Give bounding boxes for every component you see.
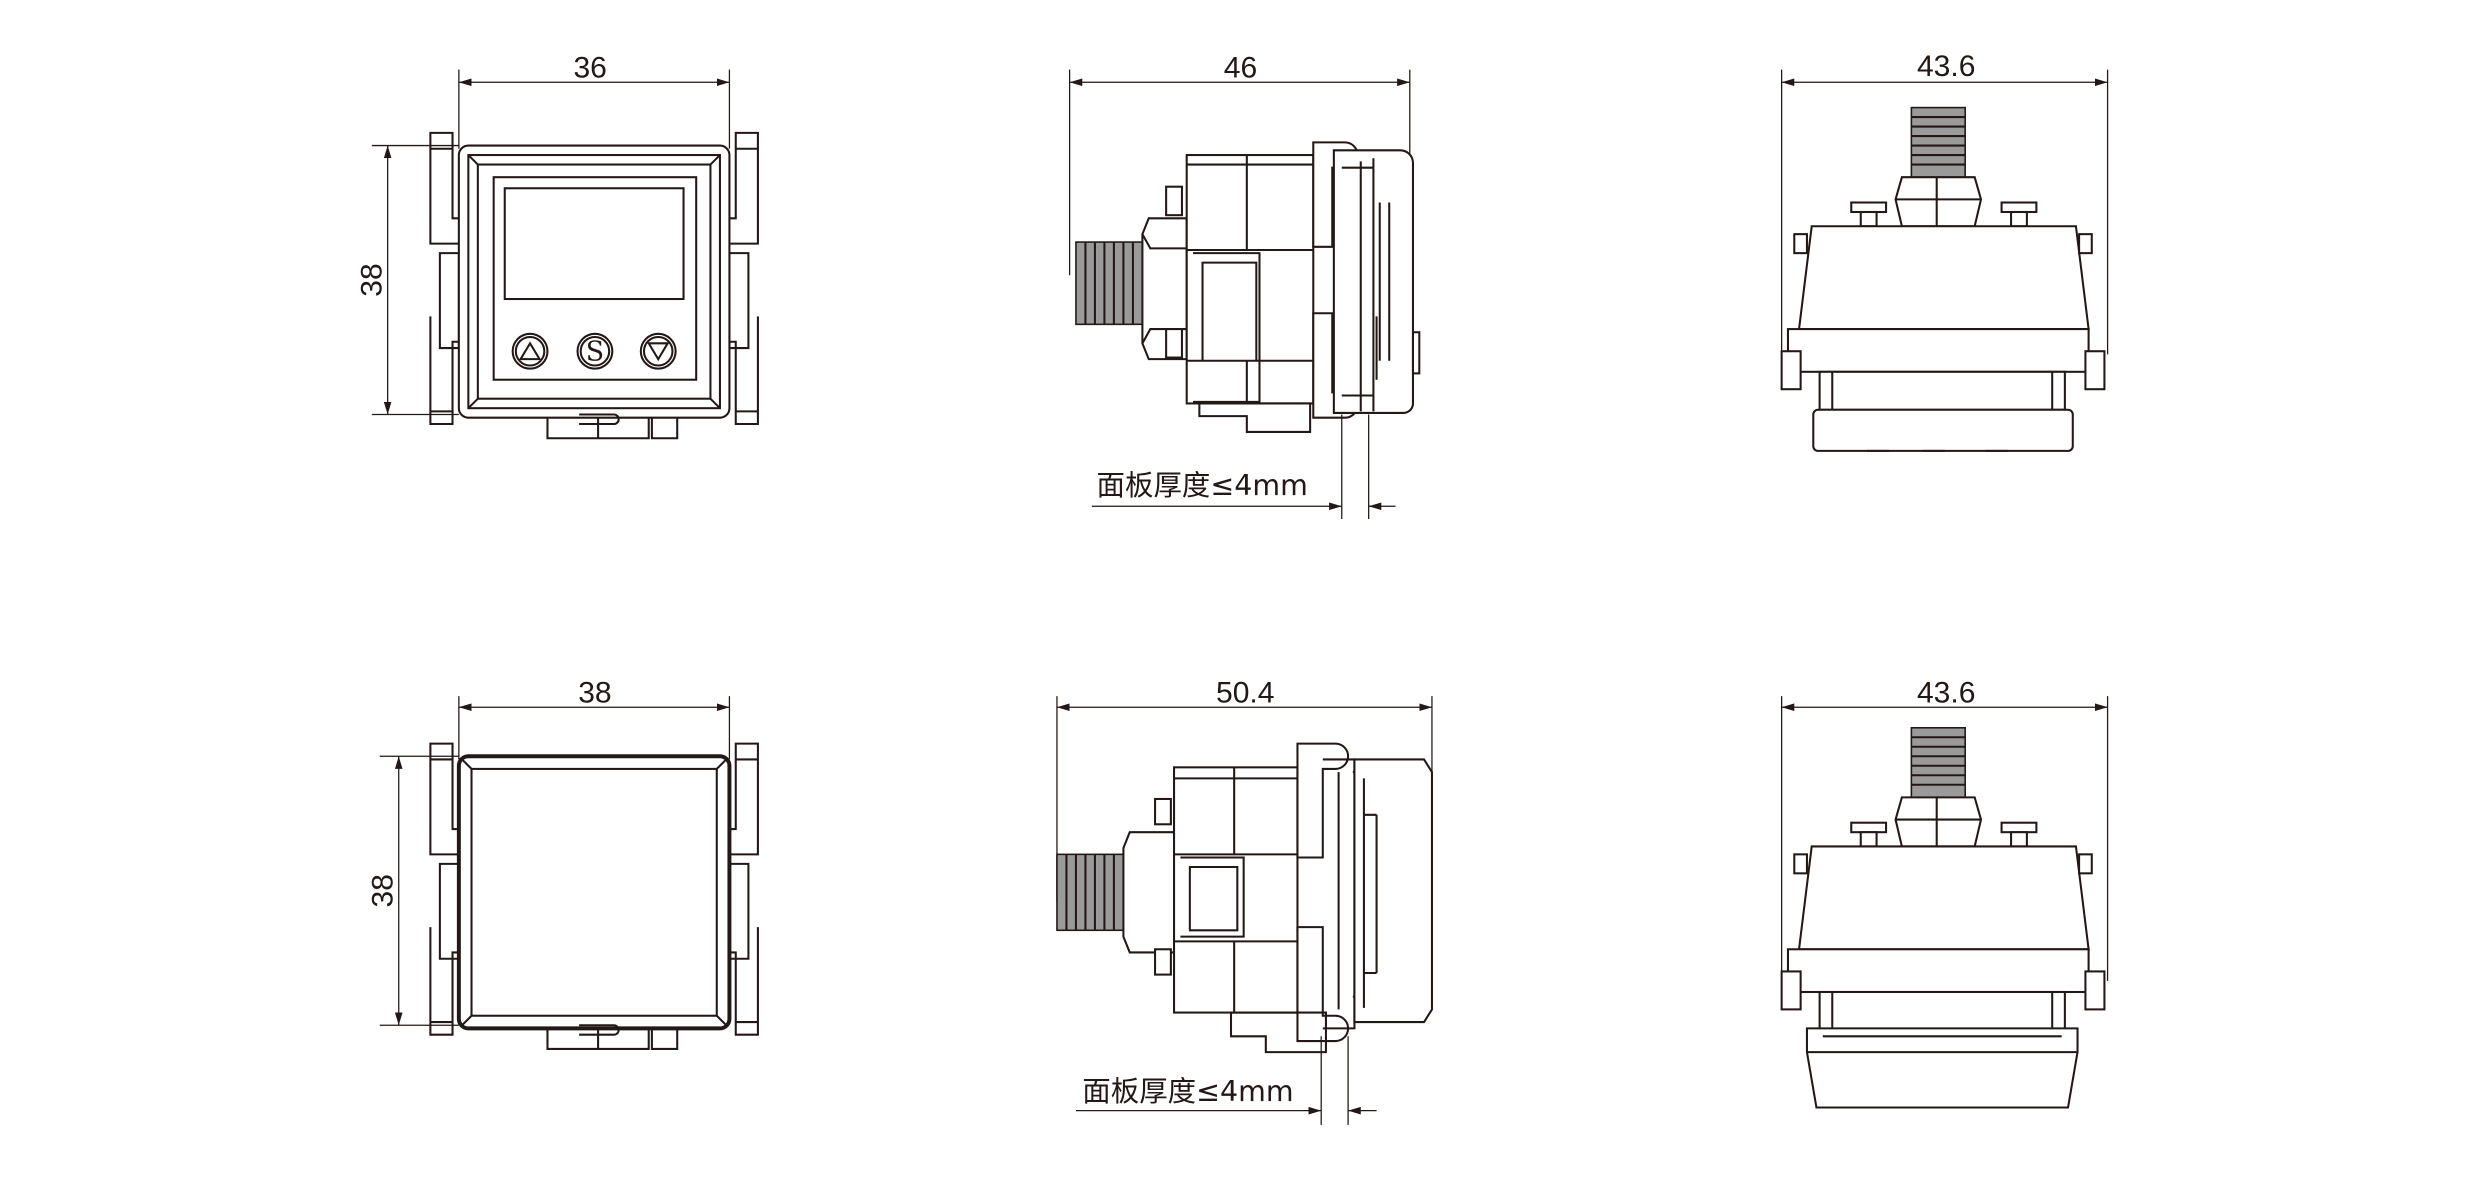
width-dimension-label: 43.6 xyxy=(1917,676,1975,709)
width-dimension-label: 43.6 xyxy=(1917,50,1975,83)
up-triangle-icon xyxy=(518,341,542,361)
bezel xyxy=(457,144,731,419)
front-view-blank: 38 38 xyxy=(366,676,759,1050)
front-view-display: 36 38 S xyxy=(355,52,759,440)
down-button xyxy=(639,332,677,370)
down-triangle-icon xyxy=(646,342,670,362)
right-mounting-clip xyxy=(728,131,759,426)
housing xyxy=(1185,154,1315,405)
panel-thickness-note: 面板厚度≤4mm xyxy=(1082,1075,1293,1108)
top-view-blank: 43.6 xyxy=(1780,676,2109,1109)
up-button xyxy=(511,332,549,370)
height-dimension-label: 38 xyxy=(355,263,388,296)
blank-front-cover xyxy=(1353,758,1433,1024)
top-body xyxy=(1780,106,2106,411)
blank-cover xyxy=(1805,1027,2079,1109)
height-dimension-label: 38 xyxy=(366,874,399,907)
width-dimension-label: 38 xyxy=(578,676,611,709)
left-mounting-clip xyxy=(429,131,460,426)
set-button-label: S xyxy=(586,337,604,368)
front-panel xyxy=(492,176,698,381)
bottom-tabs xyxy=(546,413,679,440)
display-window xyxy=(503,187,685,301)
set-button: S xyxy=(576,332,614,370)
length-dimension-label: 46 xyxy=(1224,52,1257,85)
width-dimension-label: 36 xyxy=(573,52,606,85)
top-view-display: 43.6 xyxy=(1780,50,2109,452)
blank-bezel xyxy=(456,754,732,1031)
thread-fitting xyxy=(1075,241,1144,326)
side-view-blank: 50.4 面板厚度≤4mm xyxy=(1056,676,1433,1125)
side-view-display: 46 面板厚度≤4mm xyxy=(1068,52,1421,519)
panel-thickness-note: 面板厚度≤4mm xyxy=(1097,469,1308,502)
length-dimension-label: 50.4 xyxy=(1216,676,1274,709)
